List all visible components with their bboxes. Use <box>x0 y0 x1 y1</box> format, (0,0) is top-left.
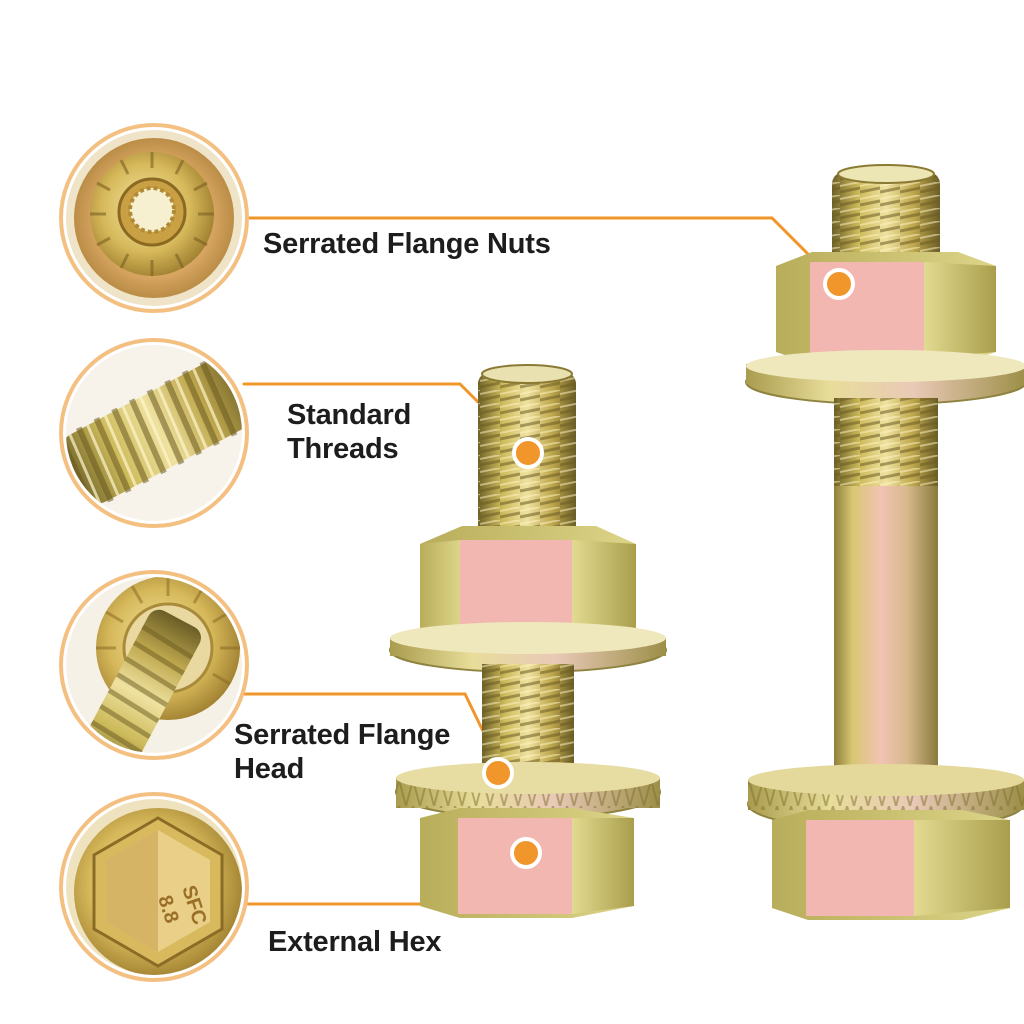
label-standard-threads-line2: Threads <box>287 433 399 465</box>
hex-head-closeup-icon: SFC 8.8 <box>66 799 242 975</box>
label-serrated-flange-head: Serrated Flange Head <box>234 718 450 786</box>
label-serrated-flange-nuts-text: Serrated Flange Nuts <box>263 228 551 260</box>
callout-dot-threads <box>512 437 544 469</box>
flange-head-closeup-icon <box>66 577 242 753</box>
label-standard-threads: Standard Threads <box>287 398 411 466</box>
detail-circle-flange-head <box>59 570 249 760</box>
flange-nut-closeup-icon <box>66 130 242 306</box>
detail-circle-nut <box>59 123 249 313</box>
label-external-hex: External Hex <box>268 925 442 959</box>
callout-dot-flange-head <box>482 757 514 789</box>
label-serrated-flange-nuts: Serrated Flange Nuts <box>263 227 551 261</box>
label-standard-threads-line1: Standard <box>287 399 412 431</box>
label-serrated-flange-head-line2: Head <box>234 753 305 785</box>
label-external-hex-text: External Hex <box>268 926 442 958</box>
callout-dots <box>482 268 855 869</box>
thread-closeup-icon <box>66 345 242 521</box>
detail-circle-threads <box>59 338 249 528</box>
long-bolt <box>745 164 1024 920</box>
callout-dot-nuts <box>823 268 855 300</box>
label-serrated-flange-head-line1: Serrated Flange <box>234 719 451 751</box>
detail-circle-hex: SFC 8.8 <box>59 792 249 982</box>
callout-dot-hex <box>510 837 542 869</box>
